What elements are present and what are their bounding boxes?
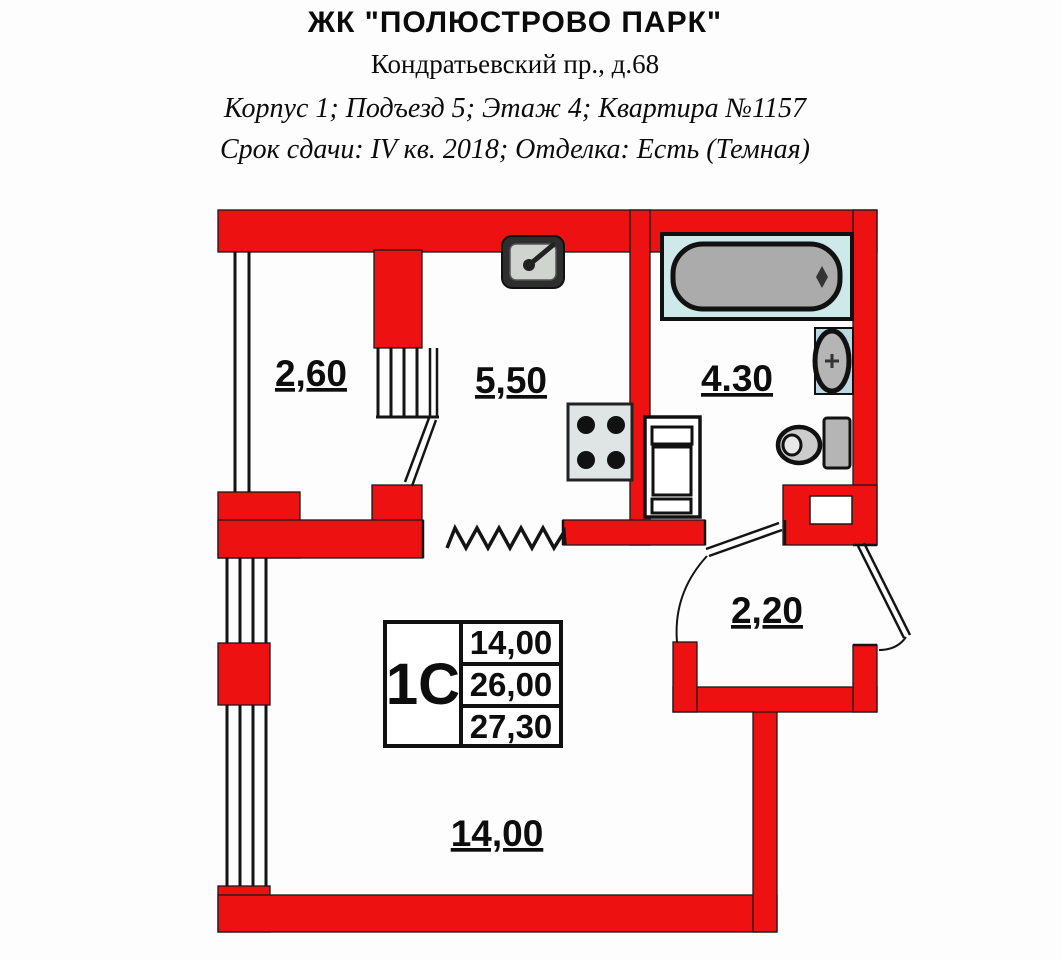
area-label-bathroom: 4.30 xyxy=(701,358,773,399)
address-line: Кондратьевский пр., д.68 xyxy=(370,49,660,79)
doors xyxy=(403,417,912,651)
wall-entrance-lower-pier xyxy=(852,644,878,713)
toilet-icon xyxy=(775,416,852,470)
header: ЖК "ПОЛЮСТРОВО ПАРК" Кондратьевский пр.,… xyxy=(0,6,1030,166)
entrance-door-arc xyxy=(878,636,907,651)
balcony-door-leaf xyxy=(403,417,438,487)
bathroom-door-arc xyxy=(675,555,708,643)
total-with-balcony-cell: 27,30 xyxy=(463,704,559,746)
info-table-rows: 14,00 26,00 27,30 xyxy=(463,624,559,746)
balcony-glazing xyxy=(233,252,251,492)
entrance-door xyxy=(853,542,912,651)
total-area-cell: 26,00 xyxy=(463,662,559,704)
apartment-type-cell: 1С xyxy=(386,624,463,744)
bathroom-door xyxy=(675,520,787,643)
area-label-balcony: 2,60 xyxy=(275,353,347,394)
wall-kitchen-bottom xyxy=(562,519,706,546)
washbasin-icon xyxy=(812,327,854,395)
bathtub-drain xyxy=(816,266,828,288)
wall-bottom xyxy=(217,894,778,933)
windows xyxy=(225,252,439,886)
wall-balcony-door-block xyxy=(371,484,423,526)
bathtub-icon xyxy=(660,232,854,321)
wall-balcony-bottom xyxy=(217,519,424,559)
unit-info-line: Корпус 1; Подъезд 5; Этаж 4; Квартира №1… xyxy=(224,93,806,124)
stove-icon xyxy=(566,402,634,482)
wall-balcony-divider xyxy=(373,249,423,349)
area-label-hallway: 2,20 xyxy=(731,590,803,631)
wall-hallway-bottom xyxy=(672,686,878,713)
info-table: 1С 14,00 26,00 27,30 xyxy=(383,620,563,748)
area-label-kitchen: 5,50 xyxy=(475,360,547,401)
delivery-info-line: Срок сдачи: IV кв. 2018; Отделка: Есть (… xyxy=(220,134,810,165)
wall-room-right xyxy=(752,709,778,933)
zigzag-open-boundary xyxy=(445,523,567,552)
kitchen-sink-icon xyxy=(501,235,565,289)
living-room-window xyxy=(225,558,268,886)
complex-title: ЖК "ПОЛЮСТРОВО ПАРК" xyxy=(307,6,723,39)
vent-shaft-niche xyxy=(809,495,853,525)
area-label-living-room: 14,00 xyxy=(451,813,544,854)
living-area-cell: 14,00 xyxy=(469,624,553,661)
wall-hallway-left-pier xyxy=(672,641,698,713)
washing-machine-icon xyxy=(643,415,702,519)
wall-left-mid-pier xyxy=(217,642,271,706)
balcony-window-block xyxy=(376,348,439,419)
